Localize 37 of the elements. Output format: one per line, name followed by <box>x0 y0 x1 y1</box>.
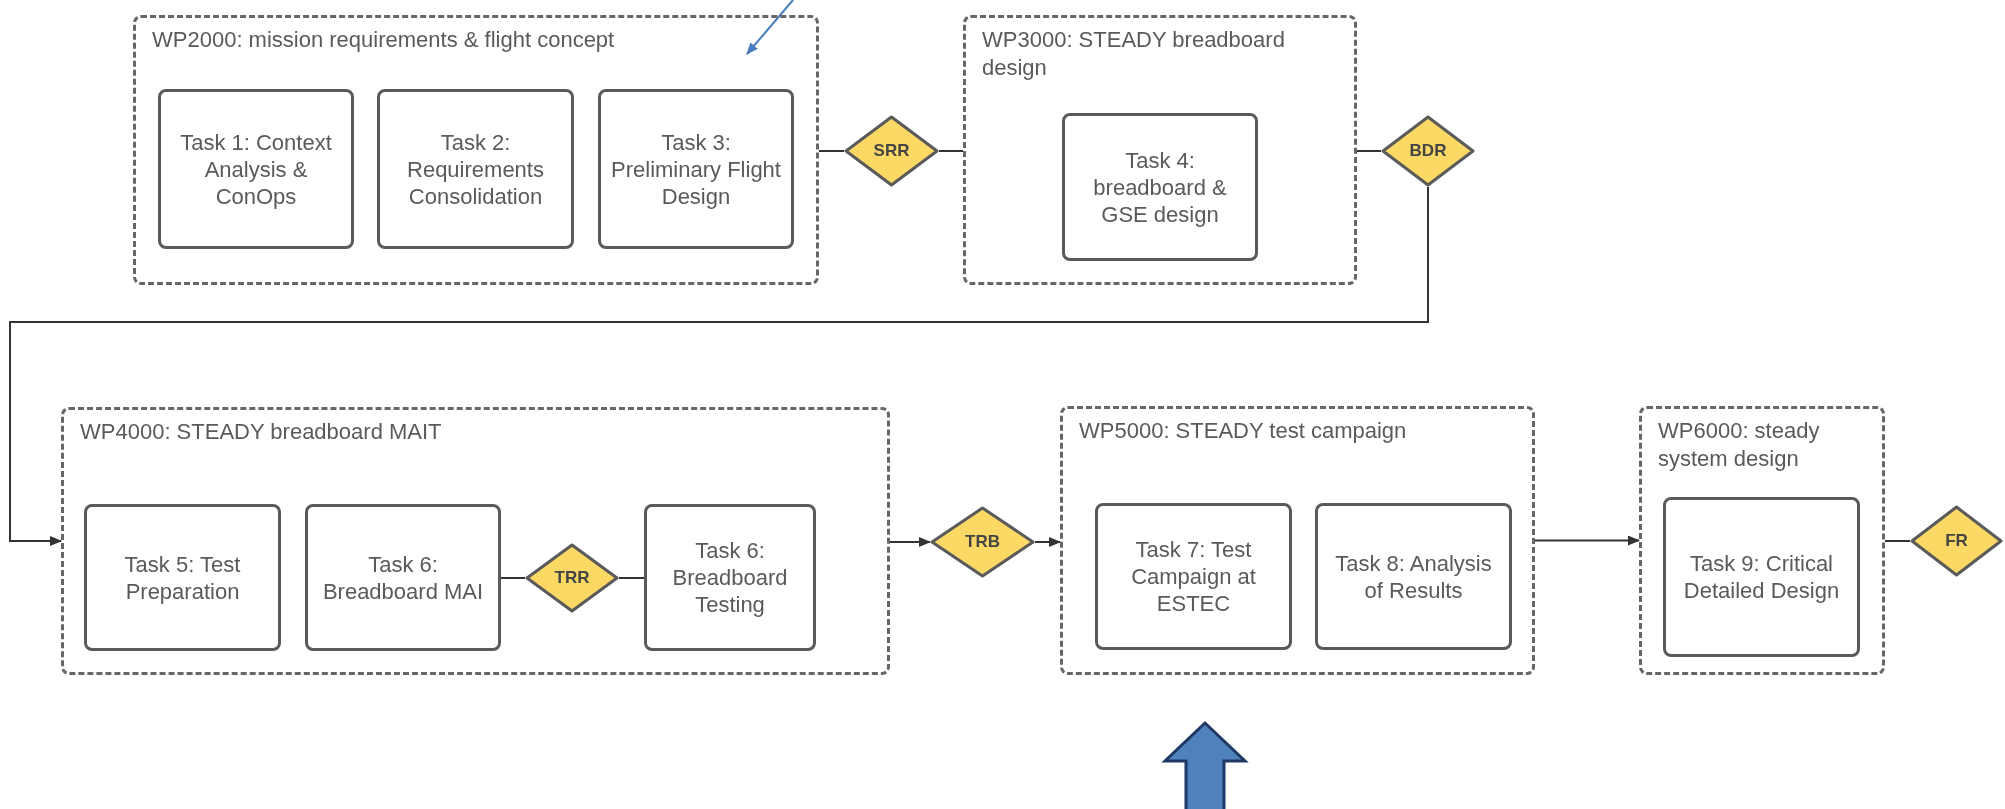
work-package-title: WP2000: mission requirements & flight concept <box>152 26 616 54</box>
work-package-box <box>61 407 890 675</box>
arrow <box>889 537 931 547</box>
connector-line <box>1356 150 1382 152</box>
arrow <box>9 186 1429 546</box>
task-box: Task 2: Requirements Consolidation <box>377 89 574 249</box>
work-package-title: WP6000: steady system design <box>1658 417 1821 473</box>
work-package-title: WP4000: STEADY breadboard MAIT <box>80 418 443 446</box>
task-box: Task 7: Test Campaign at ESTEC <box>1095 503 1292 650</box>
task-box: Task 3: Preliminary Flight Design <box>598 89 794 249</box>
connector-line <box>500 577 526 579</box>
milestone-diamond: SRR <box>844 115 939 187</box>
milestone-diamond: TRB <box>930 506 1035 578</box>
work-package-title: WP3000: STEADY breadboard design <box>982 26 1286 82</box>
task-box: Task 5: Test Preparation <box>84 504 281 651</box>
block-arrow <box>1161 720 1249 809</box>
work-package-box <box>1060 406 1535 675</box>
connector-line <box>618 577 645 579</box>
task-box: Task 8: Analysis of Results <box>1315 503 1512 650</box>
task-box: Task 6: Breadboard Testing <box>644 504 816 651</box>
arrow <box>746 0 794 55</box>
work-package-box <box>133 15 819 285</box>
task-box: Task 4: breadboard & GSE design <box>1062 113 1258 261</box>
connector-line <box>818 150 845 152</box>
arrow <box>1534 535 1640 546</box>
task-box: Task 9: Critical Detailed Design <box>1663 497 1860 657</box>
arrow <box>1034 537 1061 547</box>
work-package-box <box>1639 406 1885 675</box>
milestone-diamond: FR <box>1910 505 2003 577</box>
work-package-box <box>963 15 1357 285</box>
connector-line <box>938 150 964 152</box>
task-box: Task 1: Context Analysis & ConOps <box>158 89 354 249</box>
milestone-diamond: BDR <box>1381 115 1475 187</box>
task-box: Task 6: Breadboard MAI <box>305 504 501 651</box>
work-package-title: WP5000: STEADY test campaign <box>1079 417 1408 445</box>
milestone-diamond: TRR <box>525 543 619 613</box>
connector-line <box>1884 540 1911 542</box>
